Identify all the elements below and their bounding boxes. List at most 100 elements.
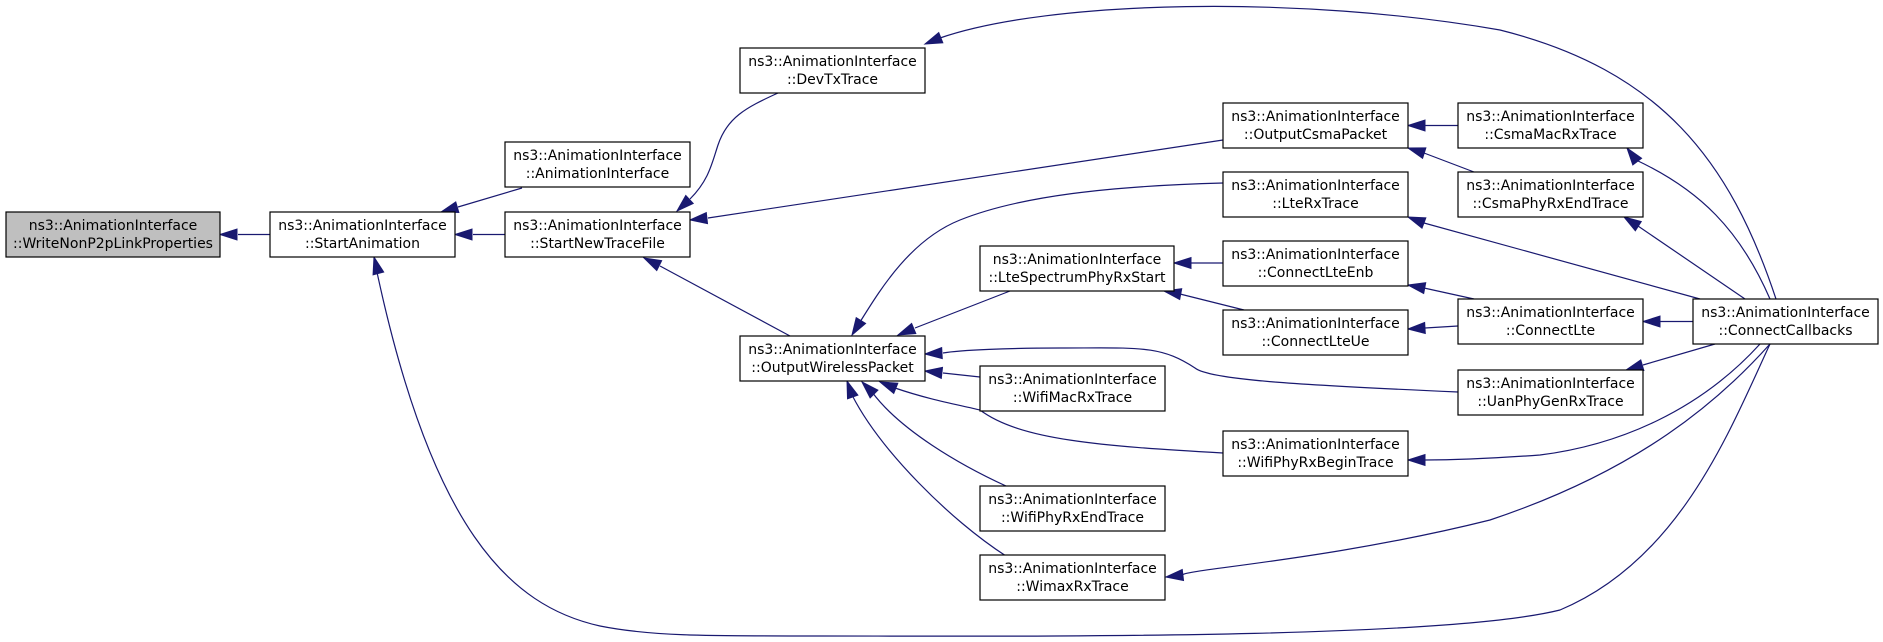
node-label-line2: ::CsmaMacRxTrace <box>1484 127 1616 143</box>
node-label-line2: ::OutputCsmaPacket <box>1244 127 1388 143</box>
node-label-line1: ns3::AnimationInterface <box>278 218 447 234</box>
edge-line <box>851 394 1007 557</box>
graph-node-devtxtrace[interactable]: ns3::AnimationInterface::DevTxTrace <box>739 47 926 94</box>
edge-n17-to-n13 <box>1406 282 1475 300</box>
graph-node-lterxtrace[interactable]: ns3::AnimationInterface::LteRxTrace <box>1222 171 1409 218</box>
edge-n7-to-n5 <box>851 182 1224 337</box>
arrowhead <box>851 316 867 337</box>
graph-node-wifiphyrxendtrace[interactable]: ns3::AnimationInterface::WifiPhyRxEndTra… <box>979 485 1166 532</box>
edge-line <box>871 391 1007 487</box>
node-box <box>739 335 926 382</box>
edge-n19-to-n4 <box>923 5 1777 300</box>
graph-node-connectcallbacks[interactable]: ns3::AnimationInterface::ConnectCallback… <box>1692 298 1879 345</box>
graph-node-wifimacrxtrace[interactable]: ns3::AnimationInterface::WifiMacRxTrace <box>979 365 1166 412</box>
edge-line <box>1179 293 1245 311</box>
graph-node-csmamacrxtrace[interactable]: ns3::AnimationInterface::CsmaMacRxTrace <box>1457 102 1644 149</box>
graph-node-startnewtracefile[interactable]: ns3::AnimationInterface::StartNewTraceFi… <box>504 211 691 258</box>
graph-node-outputwirelesspacket[interactable]: ns3::AnimationInterface::OutputWirelessP… <box>739 335 926 382</box>
node-box <box>1222 309 1409 356</box>
edge-n14-to-n8 <box>1162 288 1245 311</box>
edge-line <box>894 387 1224 454</box>
edge-line <box>707 139 1224 219</box>
graph-node-connectlteenb[interactable]: ns3::AnimationInterface::ConnectLteEnb <box>1222 240 1409 287</box>
arrowhead <box>923 346 943 360</box>
graph-node-wimaxrxtrace[interactable]: ns3::AnimationInterface::WimaxRxTrace <box>979 554 1166 601</box>
node-label-line1: ns3::AnimationInterface <box>1701 305 1870 321</box>
edge-line <box>373 257 1771 637</box>
arrowhead <box>675 194 695 213</box>
node-box <box>504 141 691 188</box>
edge-line <box>457 187 523 208</box>
node-box <box>739 47 926 94</box>
arrowhead <box>1172 256 1192 270</box>
node-label-line1: ns3::AnimationInterface <box>988 561 1157 577</box>
arrowhead <box>1624 359 1645 371</box>
edge-line <box>1637 225 1746 300</box>
graph-node-connectlte[interactable]: ns3::AnimationInterface::ConnectLte <box>1457 298 1644 345</box>
graph-node-uanphygenrxtrace[interactable]: ns3::AnimationInterface::UanPhyGenRxTrac… <box>1457 369 1644 416</box>
arrowhead <box>688 211 709 225</box>
arrowhead <box>1406 119 1426 132</box>
node-label-line2: ::UanPhyGenRxTrace <box>1477 394 1623 410</box>
node-label-line1: ns3::AnimationInterface <box>1231 437 1400 453</box>
graph-node-startanimation[interactable]: ns3::AnimationInterface::StartAnimation <box>269 211 456 258</box>
edge-line <box>939 5 1777 300</box>
arrowhead <box>1406 453 1426 467</box>
edge-line <box>1424 325 1459 329</box>
node-label-line2: ::DevTxTrace <box>787 72 878 88</box>
node-label-line1: ns3::AnimationInterface <box>988 372 1157 388</box>
edge-n16-to-n6 <box>1406 147 1475 173</box>
graph-node-animationinterface[interactable]: ns3::AnimationInterface::AnimationInterf… <box>504 141 691 188</box>
graph-node-ltespectrumphyrxstart[interactable]: ns3::AnimationInterface::LteSpectrumPhyR… <box>979 245 1175 292</box>
graph-node-writenonp2plinkproperties[interactable]: ns3::AnimationInterface::WriteNonP2pLink… <box>5 211 221 258</box>
arrowhead <box>1406 282 1427 295</box>
node-label-line1: ns3::AnimationInterface <box>1466 376 1635 392</box>
node-box <box>979 365 1166 412</box>
node-label-line1: ns3::AnimationInterface <box>1466 109 1635 125</box>
edge-n19-to-n17 <box>1641 315 1693 328</box>
graph-node-csmaphyrxendtrace[interactable]: ns3::AnimationInterface::CsmaPhyRxEndTra… <box>1457 171 1644 218</box>
node-box <box>1222 240 1409 287</box>
node-box <box>5 211 221 258</box>
graph-node-outputcsmapacket[interactable]: ns3::AnimationInterface::OutputCsmaPacke… <box>1222 102 1409 149</box>
arrowhead <box>453 228 473 241</box>
node-label-line1: ns3::AnimationInterface <box>1231 109 1400 125</box>
node-box <box>1457 369 1644 416</box>
node-box <box>1222 171 1409 218</box>
edge-n19-to-n16 <box>1622 216 1746 300</box>
node-label-line1: ns3::AnimationInterface <box>1231 178 1400 194</box>
arrowhead <box>1641 315 1661 328</box>
edge-n1-to-n0 <box>218 228 270 241</box>
edge-n19-to-n18 <box>1624 343 1716 371</box>
arrowhead <box>923 366 944 380</box>
arrowhead <box>642 257 663 272</box>
node-label-line2: ::ConnectLteUe <box>1261 334 1369 350</box>
edge-n19-to-n11 <box>1164 343 1771 582</box>
edge-n19-to-n7 <box>1406 216 1701 300</box>
node-label-line1: ns3::AnimationInterface <box>1231 247 1400 263</box>
node-box <box>1457 298 1644 345</box>
node-label-line2: ::AnimationInterface <box>526 166 670 182</box>
node-label-line2: ::StartNewTraceFile <box>530 236 665 252</box>
edge-n18-to-n5 <box>923 346 1459 393</box>
node-label-line2: ::OutputWirelessPacket <box>751 360 914 376</box>
node-label-line2: ::ConnectLteEnb <box>1258 265 1374 281</box>
edge-line <box>942 372 981 378</box>
node-label-line1: ns3::AnimationInterface <box>993 252 1162 268</box>
edge-layer <box>218 5 1777 637</box>
node-label-line2: ::CsmaPhyRxEndTrace <box>1472 196 1628 212</box>
node-label-line2: ::ConnectCallbacks <box>1718 323 1852 339</box>
node-label-line2: ::WifiPhyRxBeginTrace <box>1237 455 1393 471</box>
node-layer: ns3::AnimationInterface::WriteNonP2pLink… <box>5 47 1879 601</box>
node-label-line1: ns3::AnimationInterface <box>513 218 682 234</box>
node-box <box>269 211 456 258</box>
edge-line <box>659 265 791 337</box>
graph-node-wifiphyrxbegintrace[interactable]: ns3::AnimationInterface::WifiPhyRxBeginT… <box>1222 430 1409 477</box>
node-box <box>1692 298 1879 345</box>
node-label-line2: ::ConnectLte <box>1506 323 1595 339</box>
edge-n19-to-n1 <box>372 255 1771 637</box>
graph-node-connectlteue[interactable]: ns3::AnimationInterface::ConnectLteUe <box>1222 309 1409 356</box>
edge-n13-to-n8 <box>1172 256 1223 270</box>
node-label-line1: ns3::AnimationInterface <box>1231 316 1400 332</box>
edge-line <box>942 347 1459 393</box>
